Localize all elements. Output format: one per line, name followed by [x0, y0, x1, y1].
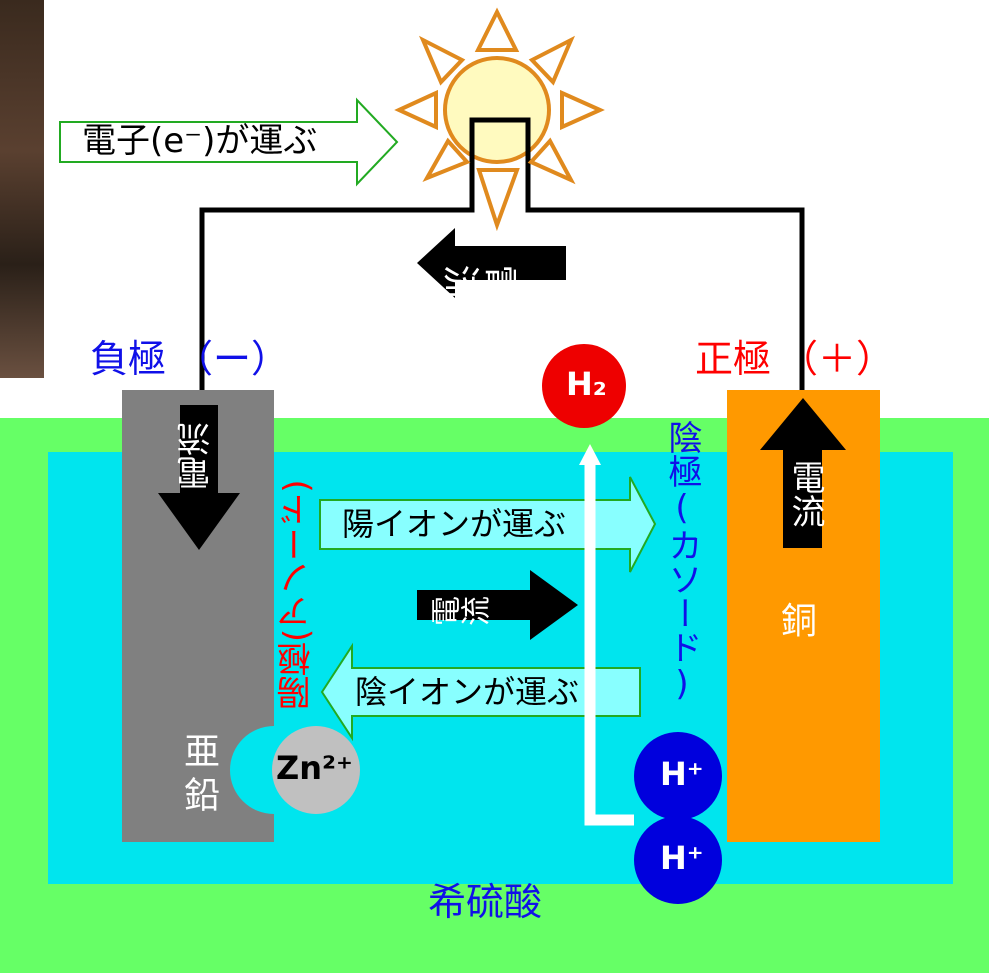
- bulb-body: [443, 56, 551, 164]
- background-photo: [0, 0, 44, 378]
- zn-ion: [272, 726, 360, 814]
- electrolyte-label: 希硫酸: [428, 880, 543, 924]
- negative-pole-label: 負極: [90, 337, 167, 381]
- h-ion-2-label: H⁺: [660, 839, 704, 877]
- zinc-current-label: 電流: [177, 422, 217, 490]
- wire-current-arrow: [417, 228, 566, 298]
- h2-rise-arrowhead: [579, 444, 601, 465]
- light-bulb-icon: [394, 7, 605, 232]
- bulb-ray: [474, 7, 520, 52]
- h2-rise-path: [584, 455, 634, 826]
- bulb-ray: [560, 89, 605, 131]
- anion-flow-label: 陰イオンが運ぶ: [355, 673, 580, 711]
- cation-flow-label: 陽イオンが運ぶ: [342, 505, 567, 543]
- h-ion-1: [634, 732, 722, 820]
- zinc-current-arrow: [158, 405, 240, 550]
- zn-ion-label: Zn²⁺: [276, 749, 353, 787]
- solution-current-label: 電流: [430, 597, 490, 632]
- bulb-ray: [394, 89, 438, 131]
- h2-label: H₂: [566, 365, 607, 403]
- bulb-ray: [476, 168, 520, 232]
- copper-label: 銅: [781, 601, 818, 642]
- h-ion-2: [634, 816, 722, 904]
- electron-flow-label: 電子(e⁻)が運ぶ: [82, 121, 318, 161]
- bulb-filament: [469, 117, 531, 160]
- negative-sign-label: （ー）: [175, 337, 290, 381]
- h2-molecule: [542, 344, 626, 428]
- bulb-ray: [418, 35, 466, 86]
- zinc-label: 亜鉛: [178, 732, 219, 820]
- positive-pole-label: 正極: [695, 337, 772, 381]
- anode-label: 陽極(アノード): [277, 479, 317, 710]
- electron-callout: [59, 97, 399, 187]
- h-ion-1-label: H⁺: [660, 755, 704, 793]
- bulb-ray: [528, 35, 576, 86]
- cation-callout: [319, 476, 657, 573]
- copper-current-arrow: [760, 398, 846, 548]
- wire-current-label: 電流: [443, 258, 519, 302]
- solution-current-arrow: [417, 570, 578, 640]
- copper-current-label: 電流: [785, 460, 825, 528]
- bulb-ray: [527, 137, 576, 185]
- cathode-label: 陰極(カソード): [662, 420, 702, 704]
- bulb-ray: [422, 137, 471, 182]
- positive-sign-label: （＋）: [780, 337, 895, 381]
- zinc-bump: [230, 726, 274, 814]
